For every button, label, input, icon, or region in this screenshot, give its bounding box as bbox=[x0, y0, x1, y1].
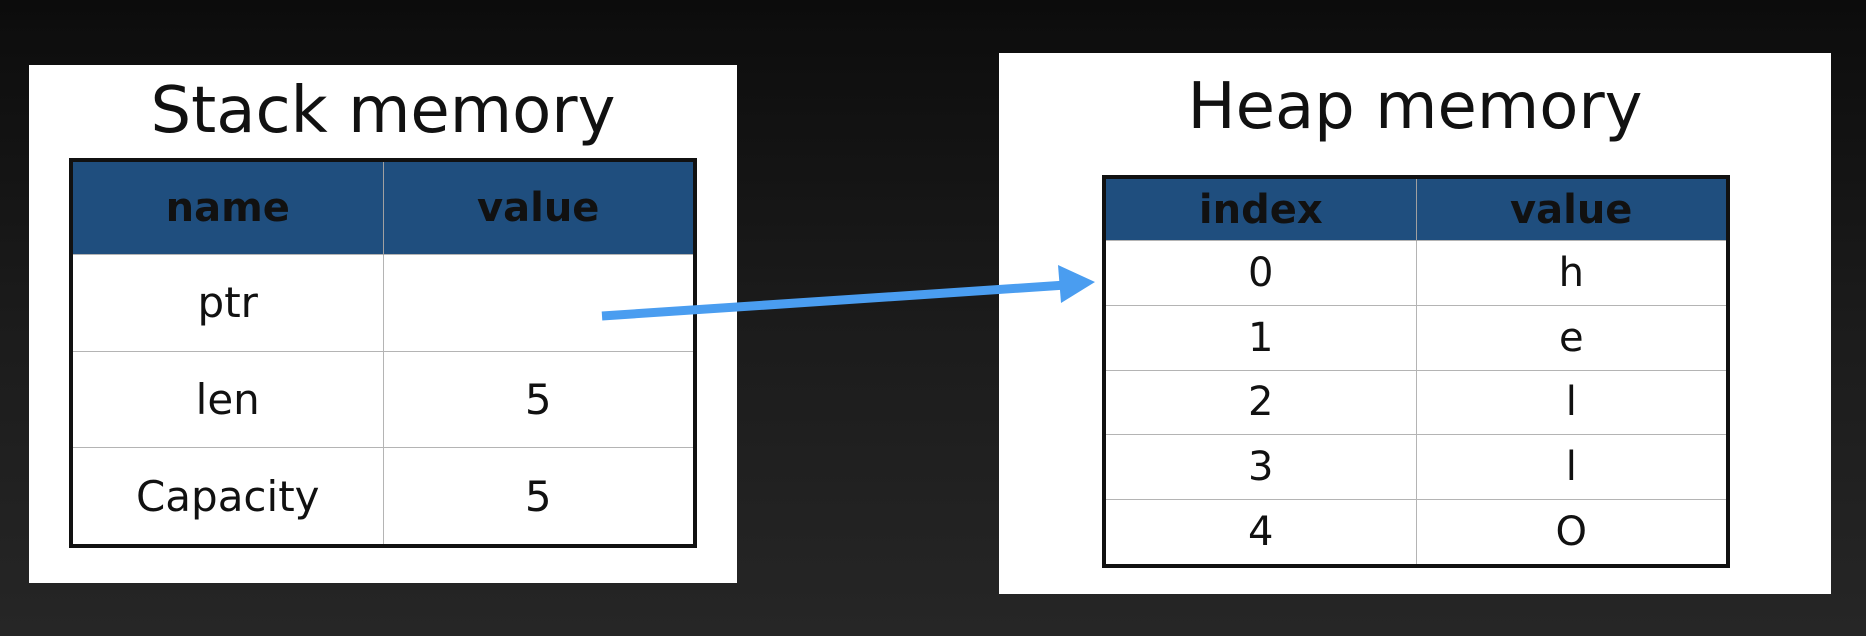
stack-row-capacity: Capacity 5 bbox=[71, 447, 695, 546]
heap-cell-value: l bbox=[1415, 369, 1728, 435]
heap-cell-index: 1 bbox=[1104, 304, 1416, 371]
heap-cell-value: O bbox=[1415, 499, 1728, 566]
heap-table: index value 0 h 1 e 2 l 3 l 4 O bbox=[1102, 175, 1730, 568]
heap-cell-value: h bbox=[1415, 240, 1728, 306]
heap-cell-index: 2 bbox=[1104, 369, 1416, 435]
stack-row-len: len 5 bbox=[71, 350, 695, 448]
heap-cell-index: 4 bbox=[1104, 499, 1416, 566]
heap-cell-value: l bbox=[1415, 434, 1728, 500]
heap-memory-title: Heap memory bbox=[1187, 70, 1643, 144]
stack-cell-value: 5 bbox=[382, 447, 695, 546]
heap-row: 4 O bbox=[1104, 499, 1728, 566]
stack-header-name: name bbox=[71, 160, 383, 255]
heap-cell-value: e bbox=[1415, 304, 1728, 371]
heap-header-row: index value bbox=[1104, 177, 1728, 241]
heap-row: 3 l bbox=[1104, 434, 1728, 500]
heap-cell-index: 0 bbox=[1104, 240, 1416, 306]
stack-cell-name: Capacity bbox=[71, 447, 383, 546]
stack-memory-panel: Stack memory name value ptr len 5 Capaci… bbox=[29, 65, 737, 583]
heap-header-index: index bbox=[1104, 177, 1416, 241]
heap-row: 2 l bbox=[1104, 369, 1728, 435]
stack-cell-name: len bbox=[71, 350, 383, 448]
stack-row-ptr: ptr bbox=[71, 254, 695, 352]
heap-cell-index: 3 bbox=[1104, 434, 1416, 500]
stack-header-value: value bbox=[382, 160, 695, 255]
stack-cell-name: ptr bbox=[71, 254, 383, 352]
heap-row: 1 e bbox=[1104, 304, 1728, 371]
heap-header-value: value bbox=[1415, 177, 1728, 241]
stack-cell-value: 5 bbox=[382, 350, 695, 448]
heap-memory-panel: Heap memory index value 0 h 1 e 2 l 3 l bbox=[999, 53, 1831, 594]
heap-row: 0 h bbox=[1104, 240, 1728, 306]
stack-memory-title: Stack memory bbox=[150, 74, 616, 148]
stack-table: name value ptr len 5 Capacity 5 bbox=[69, 158, 697, 548]
stack-cell-value bbox=[382, 254, 695, 352]
stack-header-row: name value bbox=[71, 160, 695, 255]
